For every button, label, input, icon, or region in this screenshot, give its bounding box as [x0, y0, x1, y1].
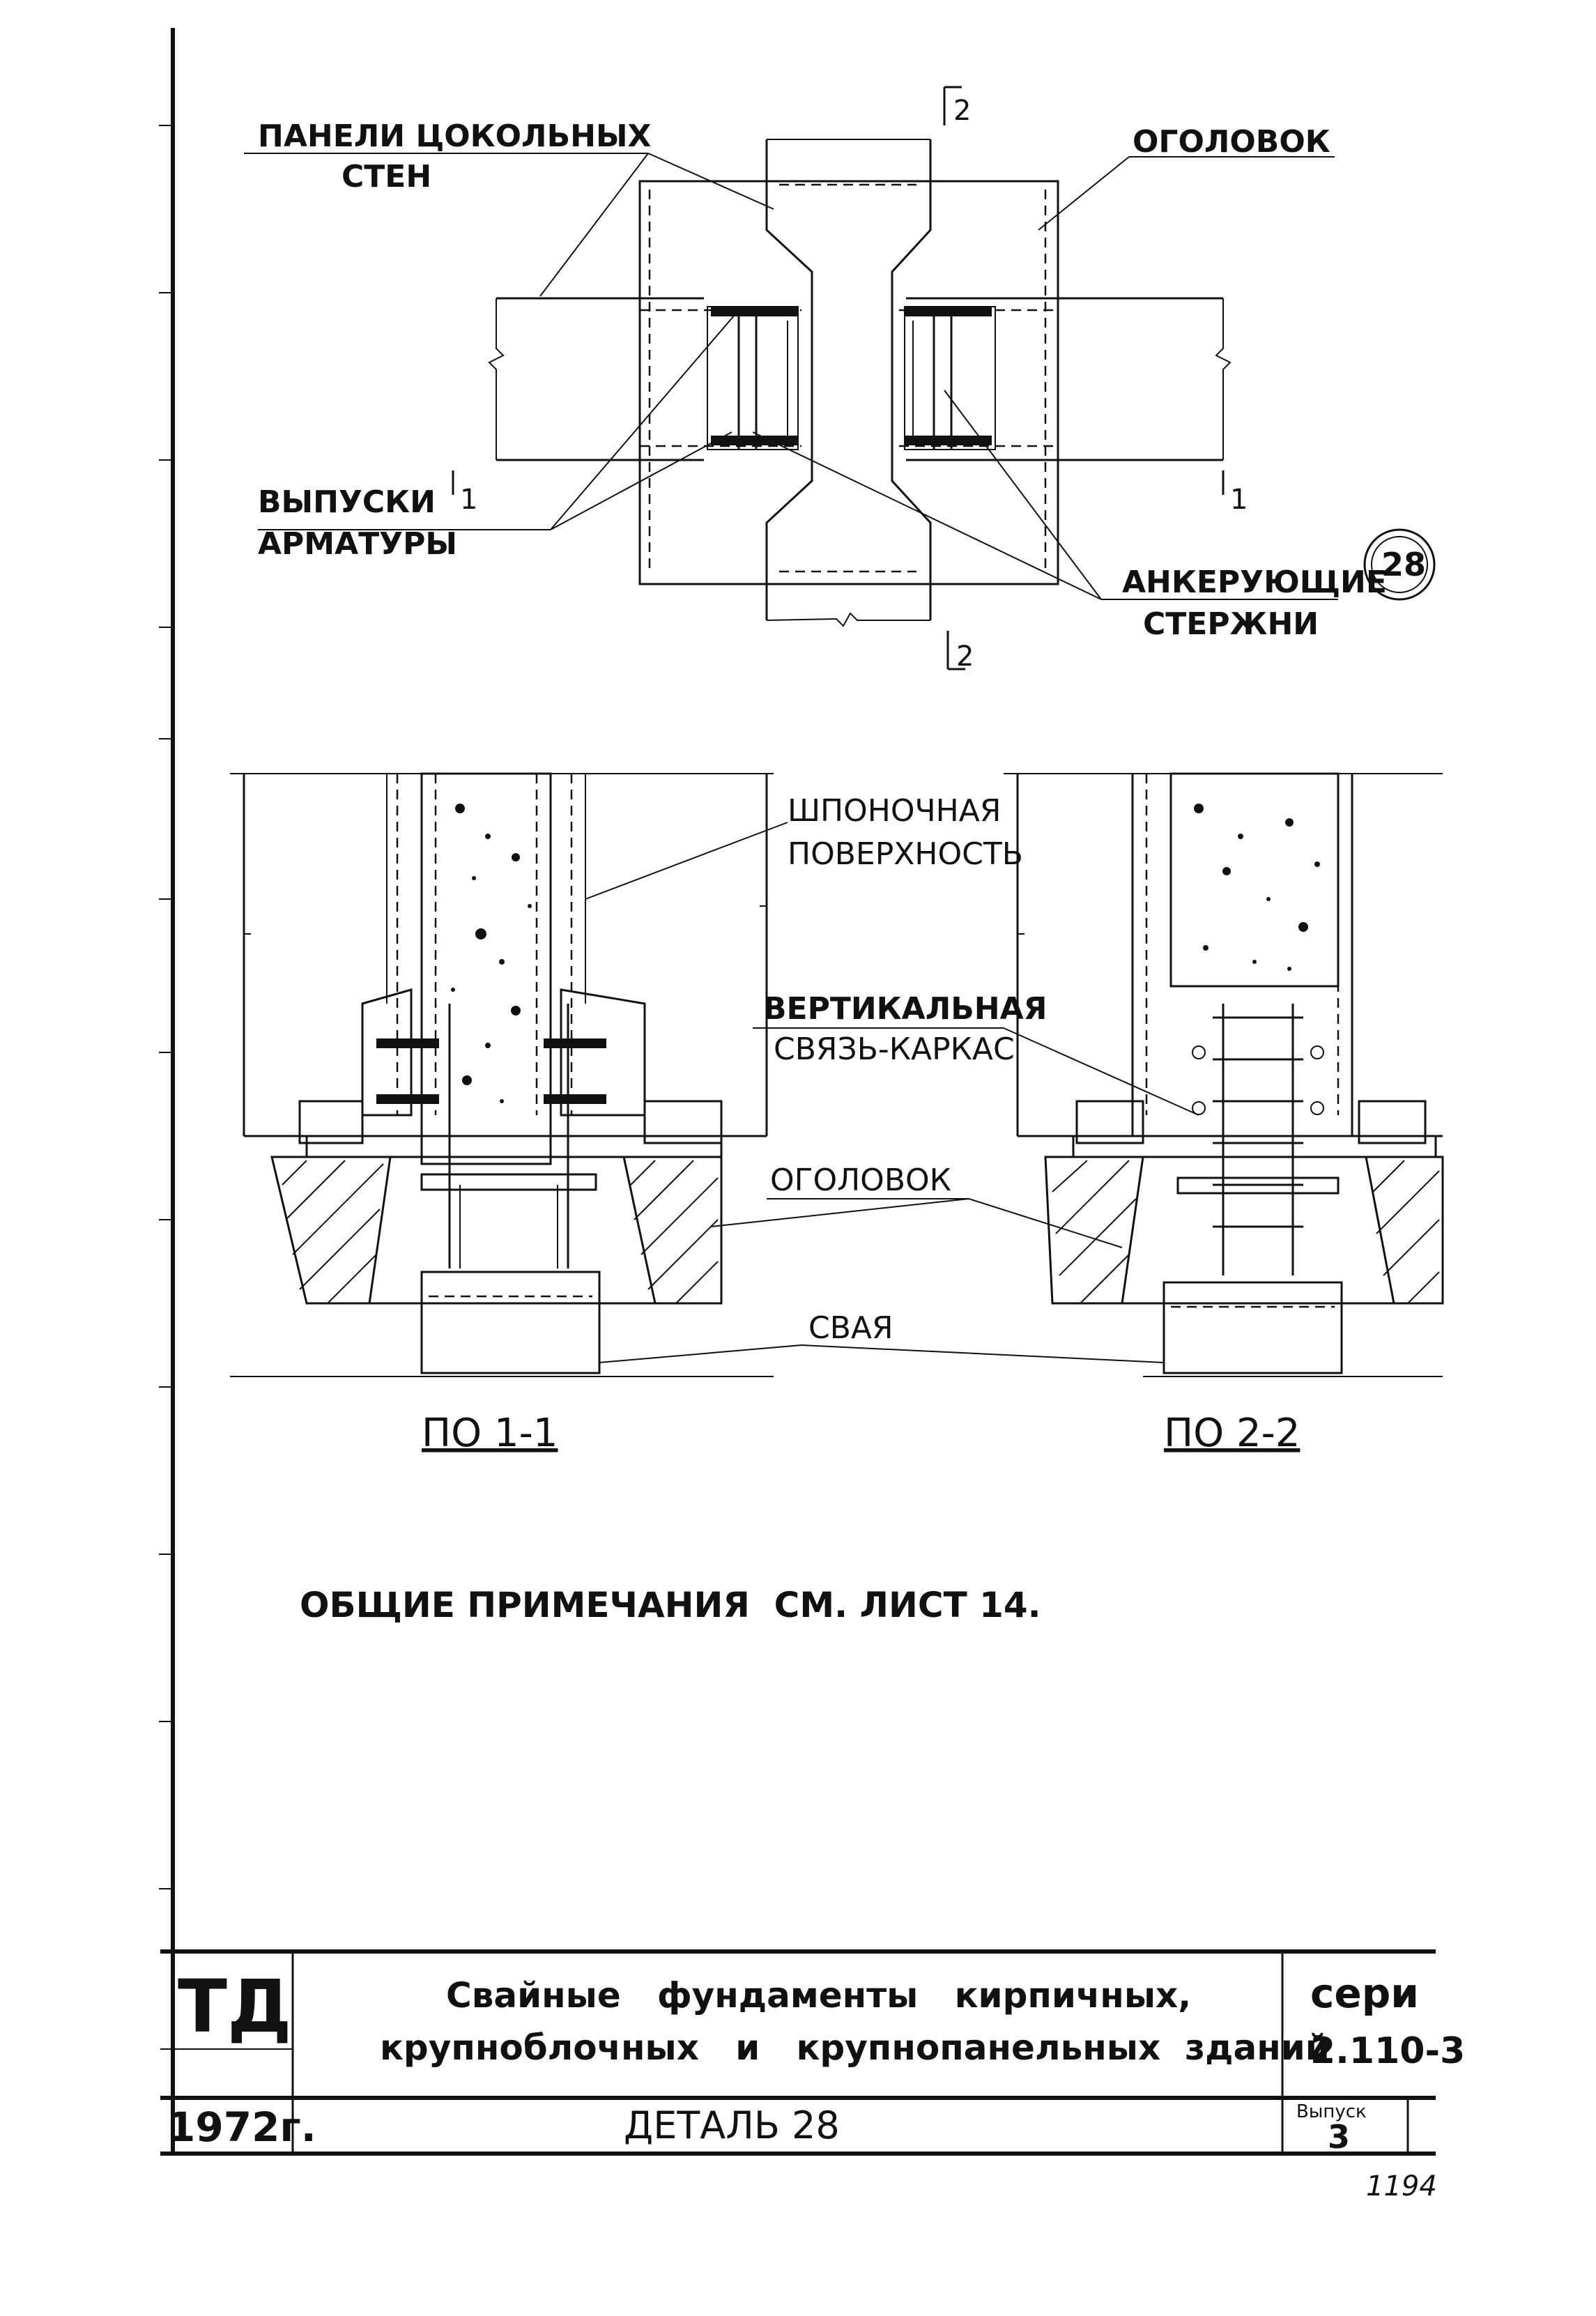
caption-section-2-2: ПО 2-2 [1164, 1411, 1300, 1456]
plan-labels: ПАНЕЛИ ЦОКОЛЬНЫХ СТЕН ОГОЛОВОК ВЫПУСКИ А… [258, 95, 1426, 673]
title-line2: крупноблочных и крупнопанельных зданий [380, 2027, 1330, 2068]
detail-title: ДЕТАЛЬ 28 [624, 2103, 840, 2147]
series-label: сери [1310, 1970, 1419, 2017]
issue-label: Выпуск [1296, 2101, 1367, 2122]
section-leaders [585, 822, 1199, 1363]
cut-mark-2-top: 2 [953, 95, 971, 127]
label-panels-line1: ПАНЕЛИ ЦОКОЛЬНЫХ [258, 118, 652, 154]
cut-mark-1-left: 1 [460, 484, 477, 516]
title-block-text: ТД 1972г. Свайные фундаменты кирпичных, … [167, 1964, 1465, 2156]
page-number: 1194 [1366, 2170, 1437, 2202]
left-margin [159, 28, 175, 2154]
general-notes: ОБЩИЕ ПРИМЕЧАНИЯ СМ. ЛИСТ 14. [300, 1585, 1041, 1625]
section-2-2 [1004, 772, 1444, 1377]
section-1-1 [230, 772, 774, 1377]
label-anchor-line1: АНКЕРУЮЩИЕ [1122, 565, 1387, 600]
label-rebar-line2: АРМАТУРЫ [258, 526, 457, 562]
label-vertical-line2: СВЯЗЬ-КАРКАС [774, 1032, 1015, 1067]
cut-mark-2-bottom: 2 [956, 641, 974, 673]
plan-view [244, 86, 1436, 670]
section-labels: ШПОНОЧНАЯ ПОВЕРХНОСТЬ ВЕРТИКАЛЬНАЯ СВЯЗЬ… [422, 793, 1300, 1456]
cut-mark-1-right: 1 [1230, 484, 1248, 516]
series-number: 2.110-3 [1310, 2030, 1465, 2072]
label-anchor-line2: СТЕРЖНИ [1143, 606, 1319, 642]
label-key-line2: ПОВЕРХНОСТЬ [788, 836, 1023, 872]
issue-number: 3 [1328, 2118, 1350, 2156]
caption-section-1-1: ПО 1-1 [422, 1411, 558, 1456]
label-vertical-line1: ВЕРТИКАЛЬНАЯ [763, 991, 1048, 1027]
label-key-line1: ШПОНОЧНАЯ [788, 793, 1001, 829]
detail-number: 28 [1381, 546, 1426, 583]
label-plan-cap: ОГОЛОВОК [1133, 124, 1330, 160]
label-pile: СВАЯ [808, 1310, 893, 1346]
title-line1: Свайные фундаменты кирпичных, [446, 1975, 1191, 2016]
label-panels-line2: СТЕН [342, 159, 431, 194]
year: 1972г. [167, 2103, 316, 2151]
label-section-cap: ОГОЛОВОК [770, 1163, 951, 1198]
title-block [160, 1949, 1436, 2156]
label-rebar-line1: ВЫПУСКИ [258, 484, 436, 520]
td-mark: ТД [178, 1964, 292, 2049]
